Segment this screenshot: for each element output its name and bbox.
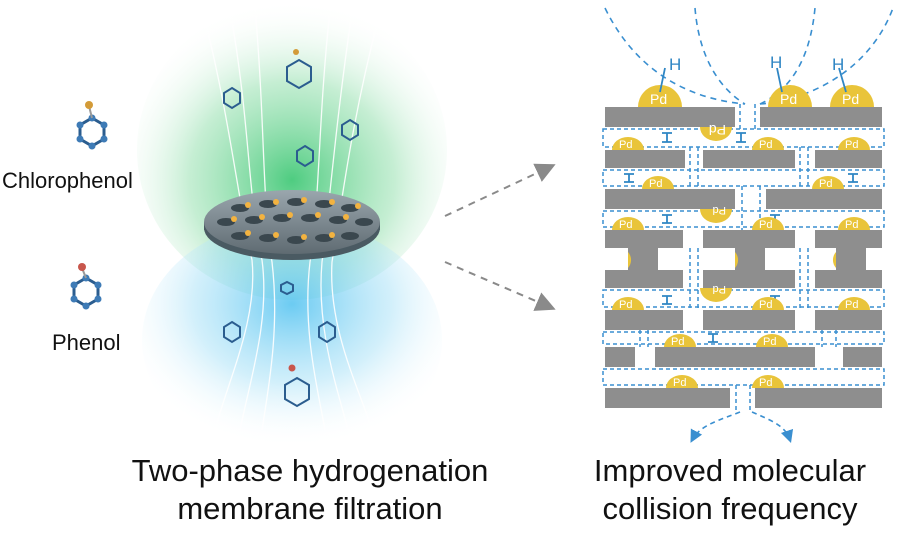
- pd-label: Pd: [763, 336, 776, 348]
- hydrogen-label: H: [669, 55, 681, 74]
- pd-label: Pd: [819, 178, 832, 190]
- pd-label: Pd: [845, 139, 858, 151]
- molecule-icon: [280, 280, 294, 296]
- lower-phase-glow: [142, 220, 442, 460]
- pd-label: Pd: [671, 336, 684, 348]
- pd-label: Pd: [619, 139, 632, 151]
- outflow-arrows: [690, 411, 794, 444]
- pd-label: Pd: [759, 139, 772, 151]
- pd-label: Pd: [650, 91, 667, 107]
- floating-molecules: [223, 49, 359, 408]
- phenol-label: Phenol: [52, 330, 121, 355]
- right-caption-line2: collision frequency: [602, 491, 858, 526]
- molecule-icon: [341, 118, 359, 142]
- pd-label: Pd: [845, 299, 858, 311]
- pd-label: Pd: [619, 299, 632, 311]
- pd-label: Pd: [845, 219, 858, 231]
- pd-label: Pd: [842, 91, 859, 107]
- membrane-disc: [204, 190, 380, 260]
- pd-label: Pd: [759, 299, 772, 311]
- chlorophenol-label: Chlorophenol: [2, 168, 133, 193]
- zoom-arrow-upper: [444, 163, 556, 217]
- left-caption: Two-phase hydrogenation membrane filtrat…: [100, 452, 520, 528]
- molecule-icon: [286, 58, 312, 90]
- molecule-icon: [318, 320, 336, 344]
- molecule-icon: [223, 86, 241, 110]
- incoming-flow-arcs: [604, 7, 894, 105]
- left-caption-line1: Two-phase hydrogenation: [131, 453, 489, 488]
- pd-label: Pd: [759, 219, 772, 231]
- chlorophenol-molecule-icon: [76, 101, 108, 150]
- pd-label: Pd: [713, 204, 726, 216]
- membrane-layers: [605, 107, 882, 408]
- hydrogen-label: H: [832, 55, 844, 74]
- pd-label: Pd: [619, 219, 632, 231]
- phenol-molecule-icon: [70, 263, 102, 310]
- pd-label: Pd: [649, 178, 662, 190]
- molecule-icon: [296, 144, 314, 168]
- membrane-cross-section: Pd Pd Pd Pd Pd Pd Pd Pd Pd Pd Pd Pd Pd P…: [602, 7, 894, 444]
- zoom-arrow-lower: [444, 261, 556, 311]
- molecule-icon: [223, 320, 241, 344]
- pd-label: Pd: [713, 283, 726, 295]
- pd-labels: Pd Pd Pd Pd Pd Pd Pd Pd Pd Pd Pd Pd Pd P…: [619, 91, 859, 389]
- pd-label: Pd: [709, 122, 726, 138]
- pd-label: Pd: [759, 377, 772, 389]
- right-caption-line1: Improved molecular: [593, 453, 867, 488]
- hydrogen-atoms-top: H H H: [659, 53, 847, 93]
- flow-streamlines: [204, 7, 379, 431]
- hydrogen-label: H: [770, 53, 782, 72]
- molecule-icon: [284, 376, 310, 408]
- pd-label: Pd: [673, 377, 686, 389]
- pore-channels: [602, 104, 885, 410]
- pd-catalyst-particles: [612, 85, 874, 388]
- pd-label: Pd: [780, 91, 797, 107]
- left-caption-line2: membrane filtration: [177, 491, 443, 526]
- right-caption: Improved molecular collision frequency: [560, 452, 900, 528]
